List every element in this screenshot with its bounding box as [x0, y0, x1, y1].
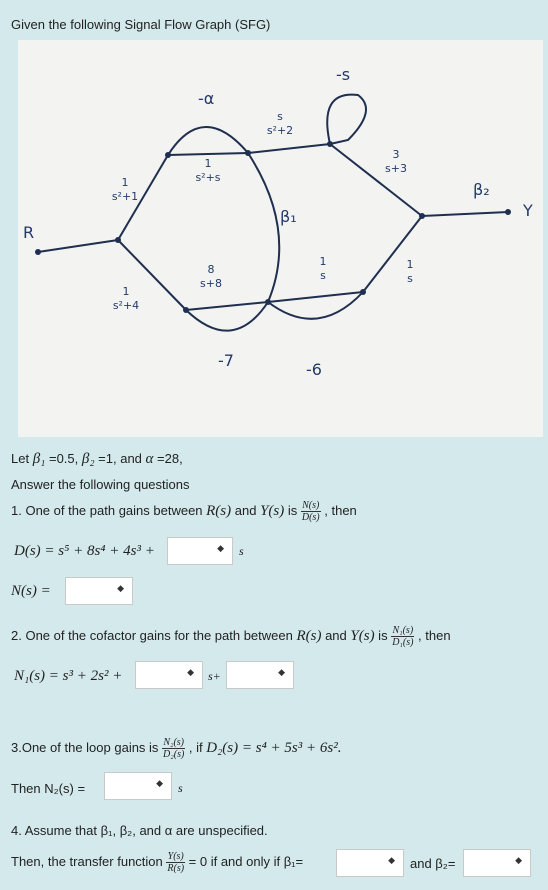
- edge-top-arc: [167, 126, 249, 156]
- beta1-select[interactable]: ◆: [336, 849, 404, 877]
- loop-neg6: [267, 291, 364, 320]
- n-equation: N(s) =: [11, 583, 51, 599]
- svg-text:1: 1: [122, 176, 129, 189]
- svg-text:s²+1: s²+1: [112, 190, 138, 203]
- svg-text:s+3: s+3: [385, 162, 407, 175]
- loop-neg7: [185, 301, 269, 332]
- edge-diag: [329, 143, 423, 217]
- n1-mid: s+: [208, 669, 221, 683]
- svg-text:8: 8: [208, 263, 215, 276]
- question-3: 3.One of the loop gains is N₂(s)D₂(s) , …: [11, 737, 342, 760]
- svg-text:s+8: s+8: [200, 277, 222, 290]
- n2-suffix: s: [178, 781, 183, 795]
- instructions: Answer the following questions: [11, 477, 190, 492]
- d-suffix: s: [239, 544, 244, 558]
- sfg-photo: R Y -α β₁ β₂ -s -7 -6 1 s²+1 1 s²+4 1 s²…: [18, 40, 543, 437]
- svg-text:s: s: [277, 110, 283, 123]
- n1-constant-select[interactable]: ◆: [226, 661, 294, 689]
- question-4-condition: Then, the transfer function Y(s)R(s) = 0…: [11, 851, 304, 874]
- d-equation: D(s) = s⁵ + 8s⁴ + 4s³ +: [14, 543, 155, 559]
- svg-text:s²+s: s²+s: [195, 171, 220, 184]
- d-coefficient-select[interactable]: ◆: [167, 537, 233, 565]
- edge-beta1: [247, 152, 281, 303]
- svg-text:s²+4: s²+4: [113, 299, 139, 312]
- page-title: Given the following Signal Flow Graph (S…: [11, 17, 271, 32]
- n2-value-select[interactable]: ◆: [104, 772, 172, 800]
- edge-up: [117, 154, 169, 241]
- edge-r-in: [37, 239, 119, 253]
- label-neg6: -6: [306, 360, 322, 379]
- question-1: 1. One of the path gains between R(s) an…: [11, 500, 357, 523]
- loop-s: [326, 93, 367, 146]
- label-neg-s: -s: [336, 65, 350, 84]
- given-values: Let β₁ =0.5, β₂ =1, and α =28,: [11, 451, 183, 467]
- edge-out: [421, 211, 509, 217]
- n1-coefficient-select[interactable]: ◆: [135, 661, 203, 689]
- question-2: 2. One of the cofactor gains for the pat…: [11, 625, 451, 648]
- beta2-select[interactable]: ◆: [463, 849, 531, 877]
- question-4: 4. Assume that β₁, β₂, and α are unspeci…: [11, 823, 268, 838]
- svg-text:s: s: [320, 269, 326, 282]
- edge-down: [117, 239, 187, 311]
- label-beta2: β₂: [473, 180, 490, 199]
- edge-low: [362, 215, 423, 293]
- svg-text:s: s: [407, 272, 413, 285]
- label-beta1: β₁: [280, 207, 297, 226]
- n-value-select[interactable]: ◆: [65, 577, 133, 605]
- edge-top: [167, 152, 249, 156]
- svg-text:s²+2: s²+2: [267, 124, 293, 137]
- edge-mid: [185, 301, 269, 311]
- svg-text:3: 3: [393, 148, 400, 161]
- label-neg-alpha: -α: [198, 89, 214, 108]
- n1-equation: N₁(s) = s³ + 2s² +: [14, 668, 123, 684]
- edge-top2: [247, 143, 331, 154]
- label-neg7: -7: [218, 351, 234, 370]
- svg-text:1: 1: [407, 258, 414, 271]
- label-r: R: [23, 223, 34, 242]
- svg-text:1: 1: [123, 285, 130, 298]
- edge-right: [267, 291, 364, 303]
- n2-equation: Then N₂(s) =: [11, 781, 86, 796]
- svg-text:1: 1: [205, 157, 212, 170]
- label-y: Y: [522, 201, 533, 220]
- svg-text:1: 1: [320, 255, 327, 268]
- beta2-label: and β₂=: [410, 856, 456, 871]
